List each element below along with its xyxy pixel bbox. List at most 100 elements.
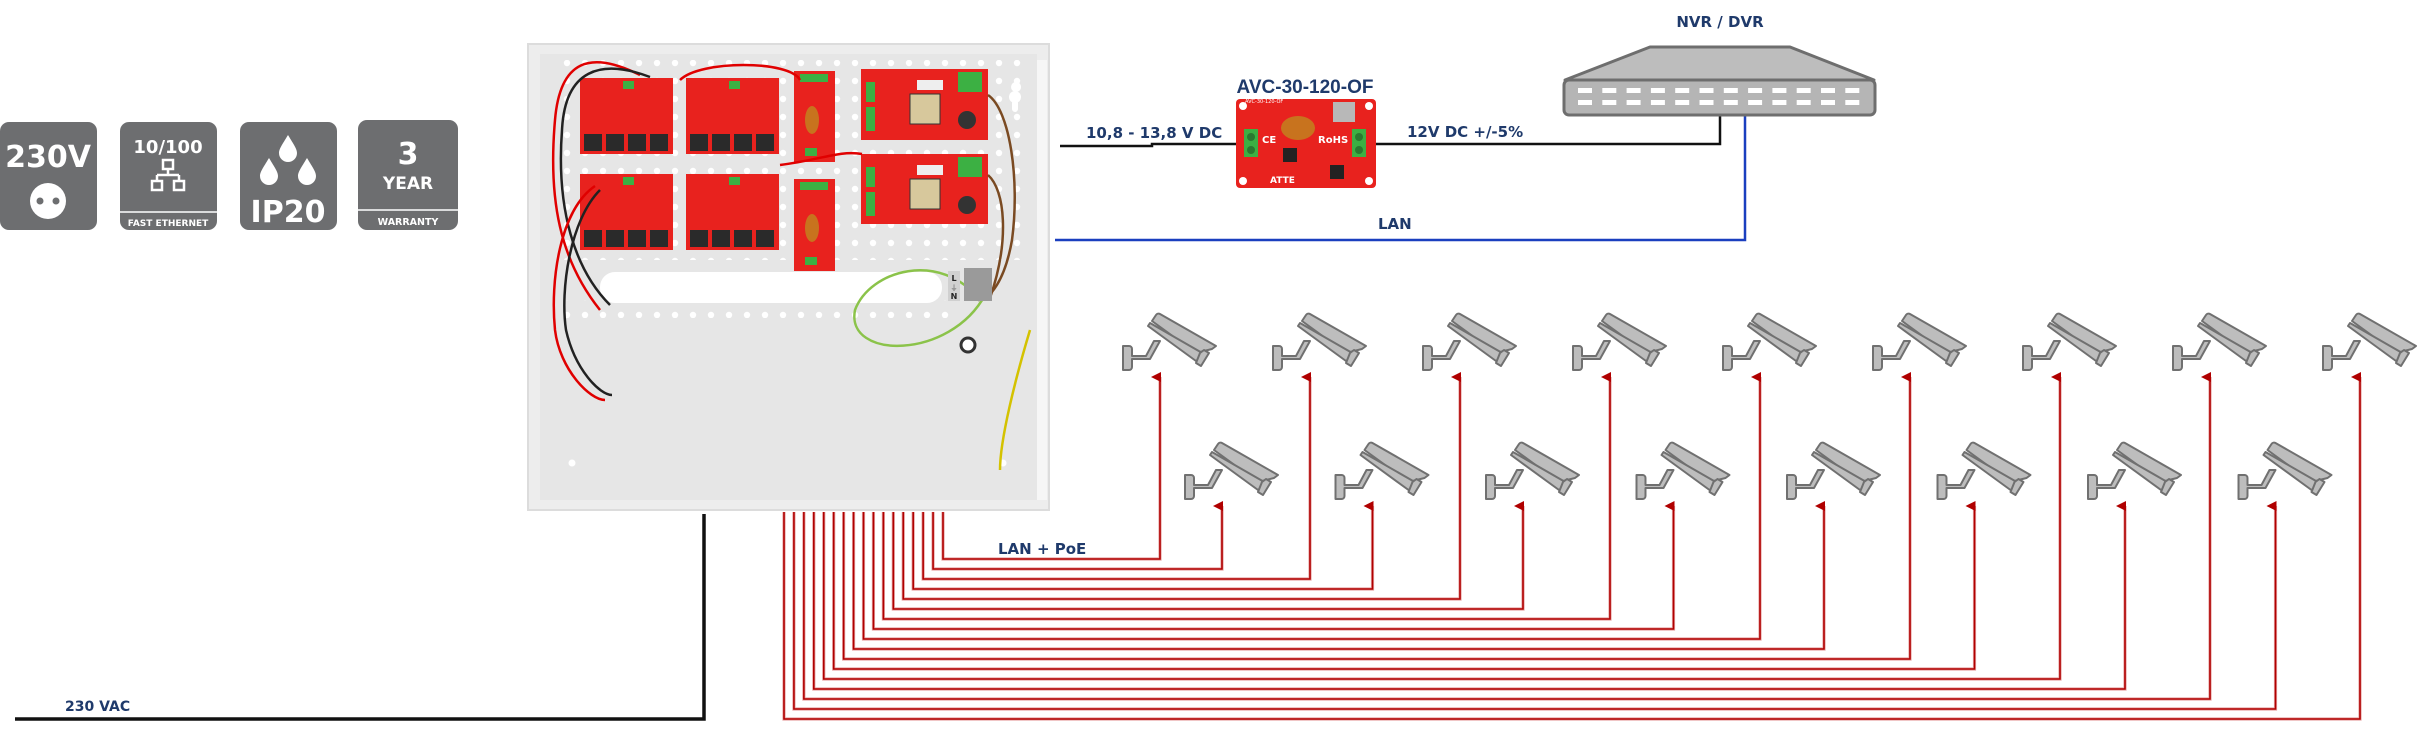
nvr-port [1578, 88, 1592, 93]
nvr-port [1772, 88, 1787, 93]
nvr-port [1772, 100, 1787, 105]
poe-cabling [782, 372, 2362, 721]
lan-label: LAN [1378, 215, 1412, 233]
dc-connection: 10,8 - 13,8 V DC 12V DC +/-5% [1060, 115, 1722, 148]
dc-output-label: 12V DC +/-5% [1407, 123, 1523, 141]
nvr-port [1602, 88, 1617, 93]
poe-cable [842, 372, 1911, 660]
poe-switch-board [686, 174, 779, 250]
cctv-camera-icon [1722, 312, 1817, 371]
cctv-camera-icon [2237, 441, 2333, 500]
badge-ethernet-text: 10/100 [133, 137, 202, 158]
cctv-camera-icon [1485, 441, 1580, 500]
nvr-port [1626, 88, 1641, 93]
nvr-port [1675, 88, 1690, 93]
nvr-port [1796, 100, 1811, 105]
badge-ethernet: 10/100 FAST ETHERNET [120, 122, 217, 230]
dc-converter-module [794, 71, 835, 162]
nvr-port [1602, 100, 1617, 105]
dc-converter-module [794, 179, 835, 271]
cctv-camera-icon [1786, 441, 1881, 500]
internal-wiring [551, 61, 1032, 471]
poe-cable [832, 501, 1976, 670]
badge-warranty-subtitle: WARRANTY [378, 217, 439, 228]
nvr-port [1650, 88, 1665, 93]
rohs-mark: RoHS [1318, 135, 1348, 146]
poe-label: LAN + PoE [998, 540, 1086, 558]
terminal-label-earth: ⏚ [951, 284, 958, 292]
badge-voltage: 230V [0, 122, 97, 230]
lan-connection: LAN [1055, 115, 1747, 242]
terminal-label-l: L [951, 274, 956, 283]
nvr-port [1578, 100, 1592, 105]
poe-cable [882, 372, 1611, 620]
nvr-port [1626, 100, 1641, 105]
nvr-port [1845, 100, 1860, 105]
cctv-camera-icon [1572, 312, 1667, 371]
mains-label: 230 VAC [65, 699, 130, 715]
inductor [1281, 116, 1315, 140]
poe-cable [922, 372, 1311, 580]
nvr-device: NVR / DVR [1562, 13, 1877, 117]
badge-warranty-years: 3 [398, 137, 419, 172]
badge-warranty: 3 YEAR WARRANTY [358, 120, 458, 230]
mains-terminal-block: L ⏚ N [948, 268, 992, 301]
poe-switch-board [686, 78, 779, 154]
nvr-port [1723, 88, 1738, 93]
cctv-camera-icon [1422, 312, 1517, 371]
nvr-port [1723, 100, 1738, 105]
cctv-camera-icon [2172, 312, 2267, 371]
poe-cable [813, 501, 2126, 690]
cameras [1122, 312, 2417, 500]
board-print: AVC-30-120-OF [1245, 99, 1283, 105]
power-supply-board [861, 69, 988, 140]
terminal-label-n: N [951, 292, 958, 301]
mains-connection: 230 VAC [15, 514, 706, 721]
poe-cable [822, 372, 2061, 680]
ce-mark: CE [1262, 135, 1276, 146]
nvr-port [1699, 88, 1714, 93]
cctv-camera-icon [2322, 312, 2417, 371]
nvr-port [1796, 88, 1811, 93]
poe-cable [932, 501, 1223, 570]
nvr-port [1650, 100, 1665, 105]
poe-cable [803, 372, 2211, 700]
cctv-camera-icon [1184, 441, 1279, 500]
poe-cable [783, 372, 2361, 720]
nvr-port [1845, 88, 1860, 93]
nvr-port [1748, 100, 1763, 105]
nvr-port [1748, 88, 1763, 93]
badge-voltage-text: 230V [5, 140, 92, 175]
cctv-camera-icon [1635, 441, 1731, 500]
poe-cable [912, 501, 1374, 590]
cctv-camera-icon [1872, 312, 1967, 371]
nvr-label: NVR / DVR [1676, 13, 1764, 31]
badge-ip-rating-text: IP20 [251, 195, 326, 230]
brand-logo: ATTE [1270, 176, 1295, 186]
poe-switch-board [580, 78, 673, 154]
cctv-camera-icon [1272, 312, 1367, 371]
nvr-port [1821, 88, 1835, 93]
converter-module: AVC-30-120-OF AVC-30-120-OF CE RoHS ATTE [1236, 77, 1376, 188]
cable-slot [600, 272, 942, 303]
poe-cable-shadow [911, 506, 1375, 591]
poe-cable [892, 501, 1524, 610]
network-topology-icon [150, 158, 186, 192]
water-drops-icon [260, 135, 316, 185]
power-supply-board [861, 154, 988, 224]
cctv-camera-icon [1122, 312, 1217, 371]
poe-cable [942, 372, 1161, 560]
badge-warranty-unit: YEAR [382, 174, 433, 194]
dc-input-label: 10,8 - 13,8 V DC [1086, 124, 1222, 142]
poe-cable [862, 372, 1761, 640]
nvr-port [1699, 100, 1714, 105]
poe-cable [852, 501, 1825, 650]
nvr-port [1675, 100, 1690, 105]
poe-switch-board [580, 174, 673, 250]
badge-ip-rating: IP20 [240, 122, 337, 230]
poe-cable [902, 372, 1461, 600]
nvr-port [1821, 100, 1835, 105]
poe-cable [793, 501, 2277, 710]
cctv-camera-icon [2022, 312, 2117, 371]
